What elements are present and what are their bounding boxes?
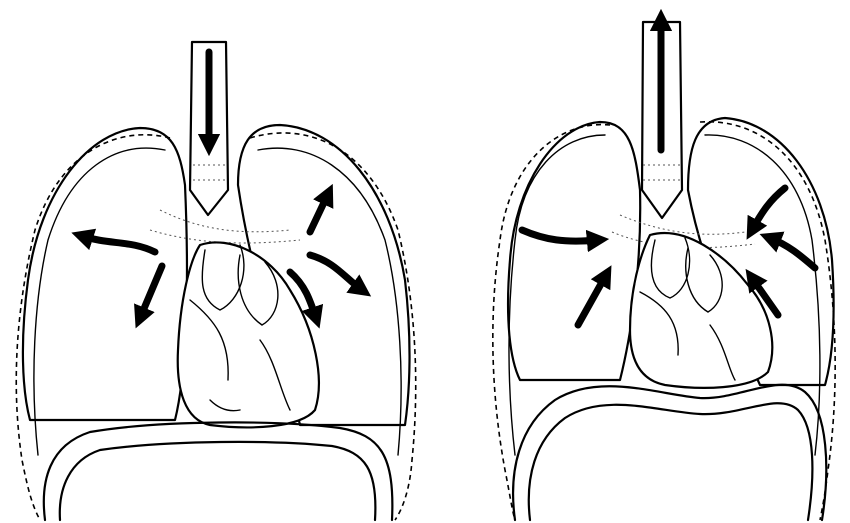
inhalation-panel [16, 42, 415, 520]
diaphragm-right [513, 385, 826, 520]
exhalation-panel [493, 20, 835, 520]
diaphragm-left [44, 422, 393, 520]
arrow-in-right-mid [770, 238, 815, 268]
arrow-out-upper-right [310, 194, 328, 232]
arrow-out-lower-left [140, 266, 162, 318]
arrow-out-upper-left [82, 236, 155, 252]
arrow-in-right-upper [752, 188, 785, 230]
arrow-out-right [310, 255, 362, 290]
heart-right [630, 233, 772, 388]
lung-left-right [508, 122, 640, 380]
arrow-in-left-upper [522, 230, 598, 241]
arrow-in-left-lower [578, 275, 606, 325]
heart-left [178, 242, 319, 427]
